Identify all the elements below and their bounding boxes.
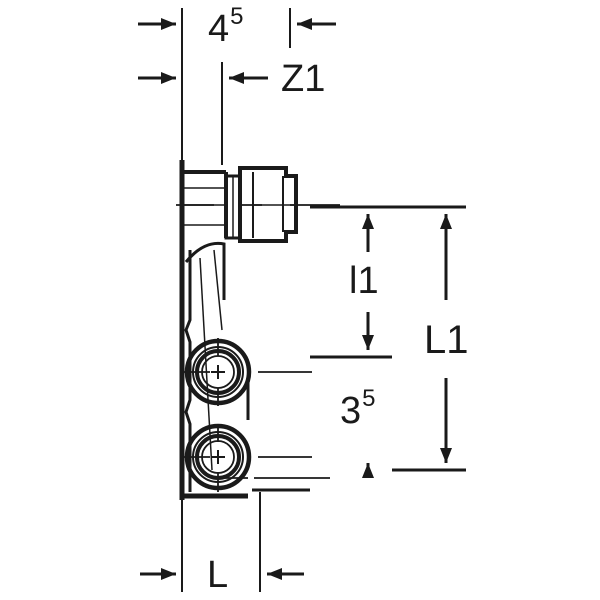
dimension-label-35-value: 3: [340, 389, 362, 432]
dimension-label-45-superscript: 5: [230, 3, 244, 30]
port-lower-ring-inner: [195, 434, 241, 480]
extension-lines: [181, 8, 291, 592]
dimension-label-45: 45: [208, 5, 244, 50]
dimension-l1: [310, 205, 400, 359]
port-upper-ring-inner: [195, 349, 241, 395]
port-lower-ring-bore: [201, 440, 235, 474]
port-upper-ring-outer: [184, 338, 252, 406]
dimension-label-l1-value: l1: [349, 260, 379, 302]
dimension-label-L: L: [207, 556, 228, 594]
dimension-label-z1-value: Z1: [281, 58, 326, 100]
port-upper-ring-mid: [192, 346, 244, 398]
outlet-port-upper: [184, 338, 252, 406]
threaded-fitting: [224, 166, 298, 243]
dimension-label-35-superscript: 5: [362, 385, 376, 412]
dimension-label-z1: Z1: [281, 60, 325, 98]
outlet-port-lower: [184, 423, 252, 491]
dimension-label-l1: l1: [349, 262, 379, 300]
port-lower-ring-mid: [192, 431, 244, 483]
dimension-L1: [392, 205, 466, 472]
port-lower-ring-outer: [184, 423, 252, 491]
pipe-inner-edge-b: [213, 249, 223, 331]
dimension-label-45-value: 4: [208, 7, 230, 50]
port-upper-ring-bore: [201, 355, 235, 389]
top-dimension-arrows: [138, 18, 336, 84]
dimension-label-L-value: L: [207, 554, 229, 596]
fitting-hex-nut: [238, 166, 298, 243]
dimension-label-35: 35: [340, 387, 376, 432]
dimension-label-L1-value: L1: [424, 318, 469, 362]
pipe-inner-edge-a: [199, 257, 213, 471]
pipe-left-inner-contour: [184, 250, 192, 492]
dimension-label-L1: L1: [424, 320, 469, 360]
